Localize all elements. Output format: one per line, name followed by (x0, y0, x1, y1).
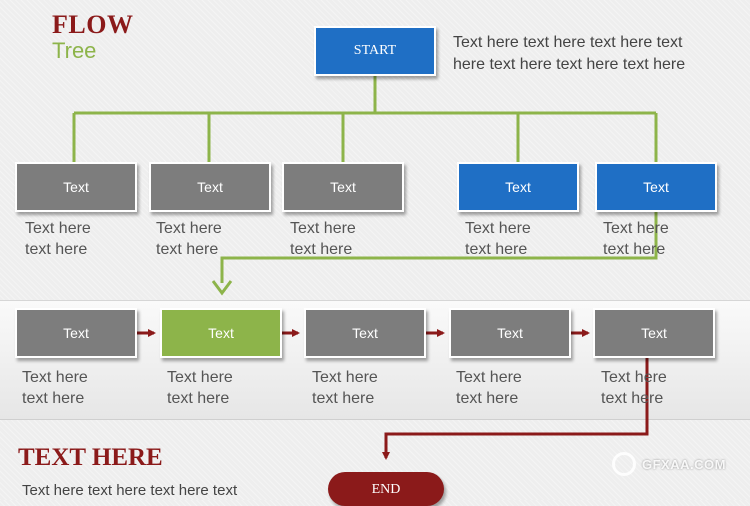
flow-node-label: Text (497, 325, 523, 341)
tree-node-5[interactable]: Text (595, 162, 717, 212)
flow-node-label: Text (641, 325, 667, 341)
tree-node-label: Text (197, 179, 223, 195)
start-box[interactable]: START (314, 26, 436, 76)
caption-line2: text here (465, 241, 528, 258)
start-description-line2: here text here text here text here (453, 56, 686, 73)
caption-line1: Text here (312, 369, 378, 386)
tree-node-3[interactable]: Text (282, 162, 404, 212)
caption-line1: Text here (465, 220, 531, 237)
flow-node-2[interactable]: Text (160, 308, 282, 358)
caption-line2: text here (290, 241, 353, 258)
flow-node-5[interactable]: Text (593, 308, 715, 358)
flow-node-4[interactable]: Text (449, 308, 571, 358)
flow-node-2-caption: Text here text here (167, 367, 233, 409)
caption-line1: Text here (603, 220, 669, 237)
green-down-arrowhead (211, 280, 233, 296)
caption-line2: text here (156, 241, 219, 258)
tree-node-label: Text (505, 179, 531, 195)
title-flow: FLOW (52, 10, 134, 39)
caption-line1: Text here (456, 369, 522, 386)
start-label: START (353, 43, 397, 58)
caption-line2: text here (601, 390, 664, 407)
start-description-line1: Text here text here text here text (453, 34, 683, 51)
caption-line2: text here (22, 390, 85, 407)
watermark-text: GFXAA.COM (642, 456, 726, 472)
flow-node-1[interactable]: Text (15, 308, 137, 358)
caption-line1: Text here (156, 220, 222, 237)
footer-text: Text here text here text here text (22, 482, 238, 499)
tree-node-1[interactable]: Text (15, 162, 137, 212)
flow-node-1-caption: Text here text here (22, 367, 88, 409)
caption-line2: text here (25, 241, 88, 258)
tree-node-label: Text (643, 179, 669, 195)
flow-node-5-caption: Text here text here (601, 367, 667, 409)
caption-line1: Text here (290, 220, 356, 237)
flow-arrows (137, 329, 649, 460)
caption-line1: Text here (601, 369, 667, 386)
tree-node-4[interactable]: Text (457, 162, 579, 212)
caption-line2: text here (456, 390, 519, 407)
tree-connectors (72, 76, 658, 283)
tree-node-5-caption: Text here text here (603, 218, 669, 260)
watermark-logo-icon (612, 452, 636, 476)
start-description: Text here text here text here text here … (453, 32, 685, 76)
tree-node-3-caption: Text here text here (290, 218, 356, 260)
tree-node-4-caption: Text here text here (465, 218, 531, 260)
tree-node-2-caption: Text here text here (156, 218, 222, 260)
tree-node-1-caption: Text here text here (25, 218, 91, 260)
tree-node-2[interactable]: Text (149, 162, 271, 212)
title-tree: Tree (52, 38, 97, 63)
flow-node-4-caption: Text here text here (456, 367, 522, 409)
flow-node-3[interactable]: Text (304, 308, 426, 358)
end-label: END (371, 482, 401, 497)
tree-node-label: Text (330, 179, 356, 195)
caption-line1: Text here (25, 220, 91, 237)
caption-line2: text here (167, 390, 230, 407)
end-box[interactable]: END (328, 472, 444, 506)
caption-line2: text here (312, 390, 375, 407)
caption-line2: text here (603, 241, 666, 258)
flow-node-label: Text (352, 325, 378, 341)
tree-node-label: Text (63, 179, 89, 195)
caption-line1: Text here (22, 369, 88, 386)
footer-heading: TEXT HERE (18, 444, 163, 471)
flow-node-3-caption: Text here text here (312, 367, 378, 409)
flow-node-label: Text (208, 325, 234, 341)
caption-line1: Text here (167, 369, 233, 386)
flow-node-label: Text (63, 325, 89, 341)
watermark: GFXAA.COM (612, 452, 726, 476)
